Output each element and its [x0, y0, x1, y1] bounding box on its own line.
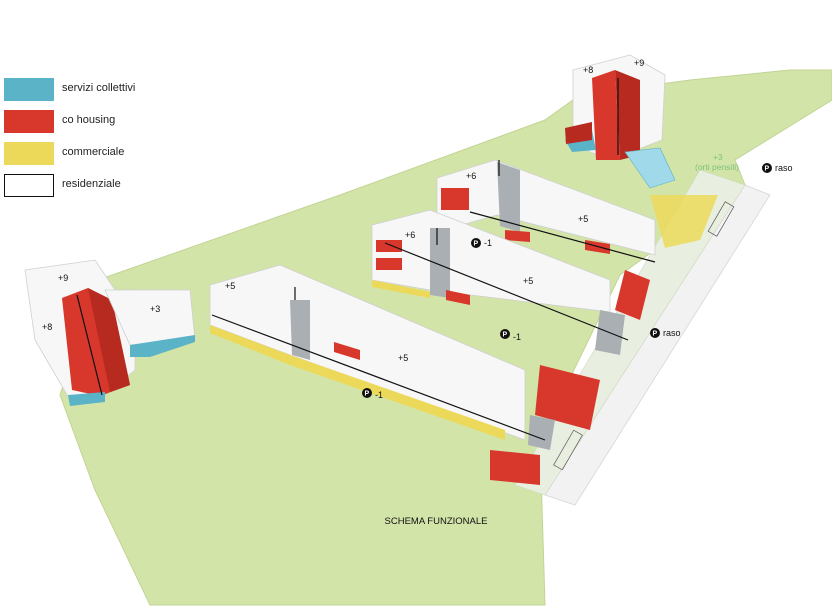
row1-left-floors: +5 — [225, 281, 235, 291]
legend-item: residenziale — [4, 174, 184, 206]
legend: servizi collettivi co housing commerciale r… — [4, 78, 184, 206]
legend-swatch — [4, 174, 54, 197]
parking-marker-row2: P -1 — [471, 238, 492, 248]
street-marking — [553, 429, 583, 471]
legend-swatch — [4, 142, 54, 165]
diagram-caption: SCHEMA FUNZIONALE — [0, 516, 832, 527]
roof-gardens-floors: +3 — [713, 152, 723, 162]
circulation-arrows — [76, 78, 656, 441]
svg-text:P: P — [474, 241, 479, 248]
legend-item: commerciale — [4, 142, 184, 174]
parking-marker-row2-level: P -1 — [500, 329, 521, 342]
svg-text:P: P — [503, 332, 508, 339]
svg-text:-1: -1 — [513, 332, 521, 342]
row1-right-floors: +5 — [398, 353, 408, 363]
legend-item: servizi collettivi — [4, 78, 184, 110]
building-row-1 — [209, 264, 526, 441]
svg-text:raso: raso — [663, 328, 681, 338]
svg-text:P: P — [765, 166, 770, 173]
tower-top-right — [565, 54, 676, 189]
parking-marker-row1: P -1 — [362, 388, 383, 400]
roof-gardens-note: (orti pensili) — [695, 162, 739, 172]
legend-item: co housing — [4, 110, 184, 142]
left-block-floors: +3 — [150, 304, 160, 314]
legend-label: commerciale — [62, 146, 125, 158]
row2-right-floors: +5 — [523, 276, 533, 286]
east-blocks — [490, 195, 718, 485]
svg-text:P: P — [653, 331, 658, 338]
left-tower-top-floors: +9 — [58, 273, 68, 283]
row2-left-floors: +6 — [405, 230, 415, 240]
parking-marker-mid: P raso — [650, 328, 681, 338]
svg-text:P: P — [365, 391, 370, 398]
legend-label: co housing — [62, 114, 116, 126]
row3-right-floors: +5 — [578, 214, 588, 224]
left-tower-bottom-floors: +8 — [42, 322, 52, 332]
row3-left-floors: +6 — [466, 171, 476, 181]
svg-text:-1: -1 — [484, 238, 492, 248]
tower-left — [24, 259, 196, 406]
street-marking — [707, 201, 735, 237]
caption-text: SCHEMA FUNZIONALE — [384, 516, 488, 527]
legend-swatch — [4, 78, 54, 101]
legend-label: servizi collettivi — [62, 82, 136, 94]
tower-top-left-floors: +8 — [583, 65, 593, 75]
tower-top-right-floors: +9 — [634, 58, 644, 68]
legend-swatch — [4, 110, 54, 133]
legend-label: residenziale — [62, 178, 121, 190]
parking-marker-top: P raso — [762, 163, 793, 173]
svg-text:-1: -1 — [375, 390, 383, 400]
svg-text:raso: raso — [775, 163, 793, 173]
